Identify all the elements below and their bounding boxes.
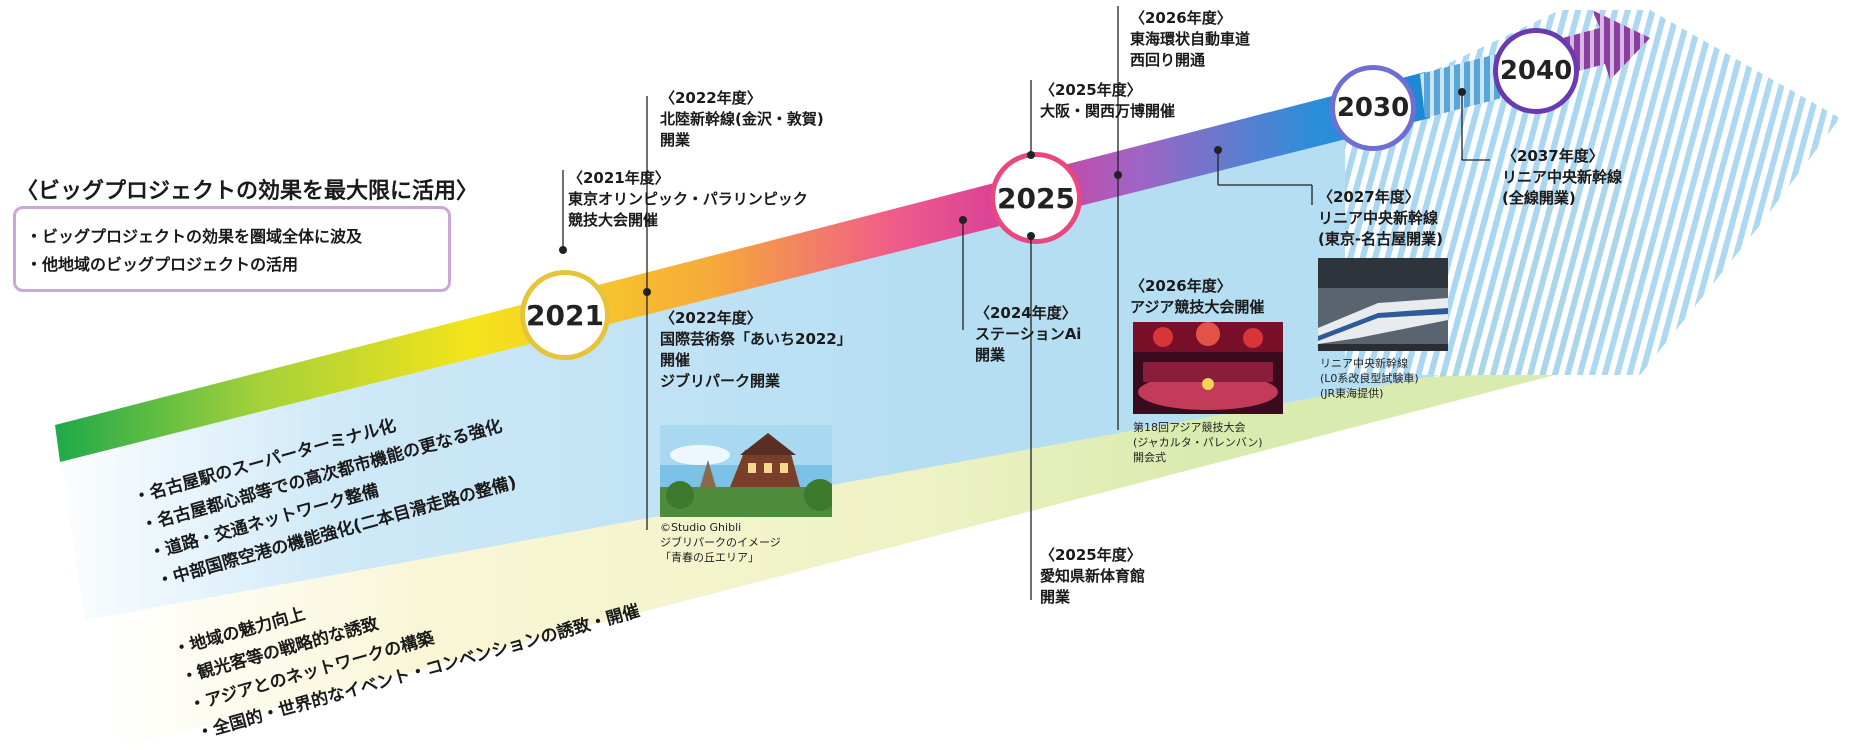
year-2030-marker: 2030 xyxy=(1330,65,1416,151)
event-2026-asiangames: 〈2026年度〉 アジア競技大会開催 xyxy=(1130,277,1265,316)
event-2026-expressway: 〈2026年度〉 東海環状自動車道 西回り開通 xyxy=(1130,9,1251,69)
summary-line-1: ・ビッグプロジェクトの効果を圏域全体に波及 xyxy=(26,227,363,246)
event-2022-aichi: 〈2022年度〉 国際芸術祭「あいち2022」 開催 ジブリパーク開業 xyxy=(660,309,852,390)
event-2025-expo: 〈2025年度〉 大阪・関西万博開催 xyxy=(1040,81,1176,120)
event-2024-station: 〈2024年度〉 ステーションAi 開業 xyxy=(975,304,1082,364)
asian-games-photo-caption: 第18回アジア競技大会 (ジャカルタ・パレンバン) 開会式 xyxy=(1133,421,1263,464)
event-2022-hokuriku: 〈2022年度〉 北陸新幹線(金沢・敦賀) 開業 xyxy=(660,89,824,149)
event-2021-olympics: 〈2021年度〉 東京オリンピック・パラリンピック 競技大会開催 xyxy=(568,169,808,229)
year-2040-marker: 2040 xyxy=(1493,28,1579,114)
event-2027-linear: 〈2027年度〉 リニア中央新幹線 (東京-名古屋開業) xyxy=(1318,188,1443,248)
ghibli-park-photo xyxy=(660,425,832,517)
summary-box xyxy=(13,206,451,292)
linear-photo-caption: リニア中央新幹線 (L0系改良型試験車) (JR東海提供) xyxy=(1320,357,1419,400)
year-2025-marker: 2025 xyxy=(990,152,1082,244)
event-2037-linear: 〈2037年度〉 リニア中央新幹線 (全線開業) xyxy=(1502,147,1623,207)
section-heading: 〈ビッグプロジェクトの効果を最大限に活用〉 xyxy=(16,179,479,204)
linear-train-photo xyxy=(1318,258,1448,351)
summary-line-2: ・他地域のビッグプロジェクトの活用 xyxy=(26,255,299,274)
event-2025-gym: 〈2025年度〉 愛知県新体育館 開業 xyxy=(1040,546,1146,606)
asian-games-photo xyxy=(1133,322,1283,414)
ghibli-photo-caption: ©Studio Ghibli ジブリパークのイメージ 「青春の丘エリア」 xyxy=(660,521,781,564)
year-2021-marker: 2021 xyxy=(520,270,610,360)
